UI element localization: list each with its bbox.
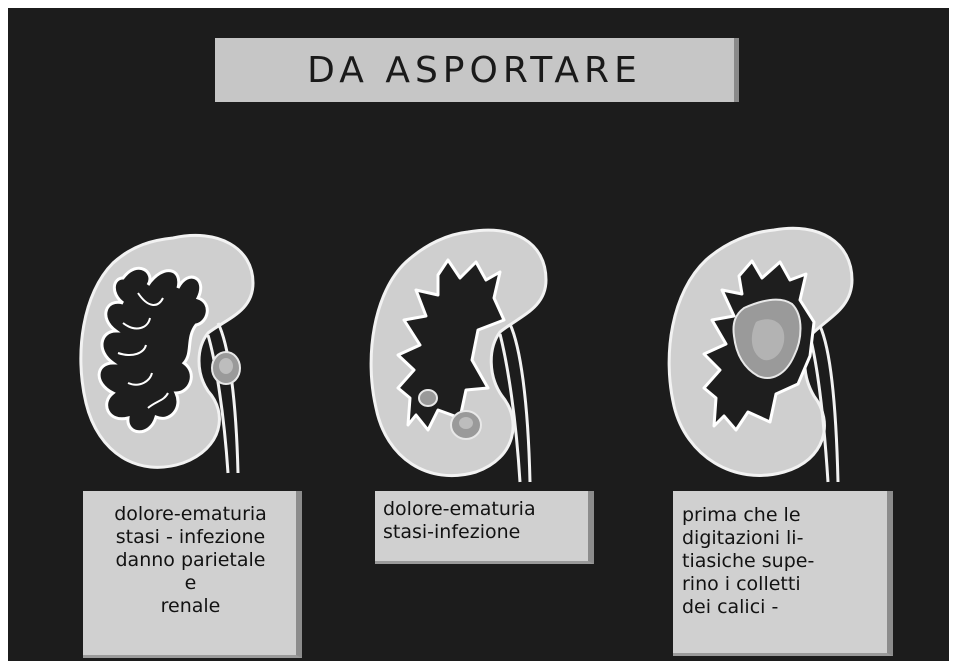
- caption-line: prima che le: [682, 504, 881, 527]
- caption-card-3: prima che le digitazioni li- tiasiche su…: [673, 491, 893, 656]
- caption-line: dolore-ematuria: [383, 498, 584, 521]
- caption-line: stasi - infezione: [91, 526, 290, 549]
- kidney-illustration-3: [664, 216, 889, 486]
- stone-core: [459, 417, 473, 429]
- caption-line: stasi-infezione: [383, 521, 584, 544]
- caption-card-2: dolore-ematuria stasi-infezione: [375, 491, 594, 564]
- kidney-illustration-1: [78, 223, 293, 478]
- caption-line: digitazioni li-: [682, 527, 881, 550]
- caption-line: dolore-ematuria: [91, 503, 290, 526]
- caption-line: danno parietale: [91, 549, 290, 572]
- slide-board: DA ASPORTARE dolore-ematuria stasi - inf…: [8, 8, 949, 661]
- caption-line: e: [91, 572, 290, 595]
- caption-line: tiasiche supe-: [682, 550, 881, 573]
- caption-line: renale: [91, 595, 290, 618]
- title-card: DA ASPORTARE: [215, 38, 739, 102]
- caption-line: rino i colletti: [682, 573, 881, 596]
- stone-core: [219, 358, 233, 374]
- caption-line: dei calici -: [682, 596, 881, 619]
- caption-card-1: dolore-ematuria stasi - infezione danno …: [83, 491, 302, 658]
- kidney-illustration-2: [368, 220, 583, 485]
- slide-title: DA ASPORTARE: [307, 50, 642, 91]
- stone: [419, 390, 437, 406]
